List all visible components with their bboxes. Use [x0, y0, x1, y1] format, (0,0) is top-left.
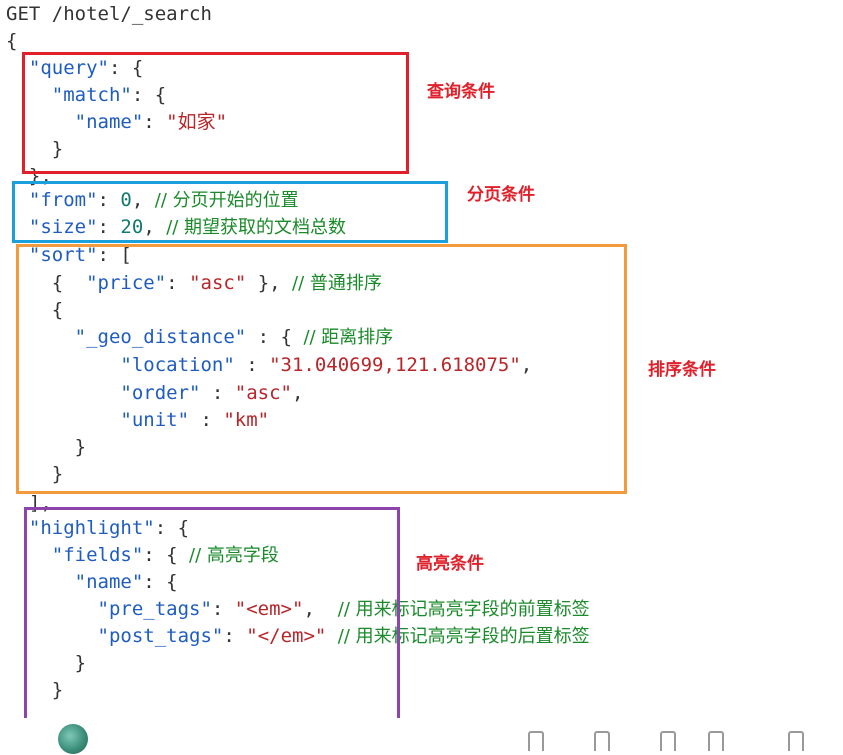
code-line-geo-open: {	[51, 299, 64, 321]
close-brace: }	[51, 138, 64, 160]
author-name[interactable]	[104, 728, 174, 754]
code-line-post-tags: "post_tags": "</em>" // 用来标记高亮字段的后置标签	[97, 625, 590, 647]
price-comment: // 普通排序	[292, 273, 382, 294]
sort-annotation: 排序条件	[648, 360, 716, 380]
order-key: "order"	[120, 382, 201, 404]
code-line-fields-close: }	[51, 679, 64, 701]
more-icon[interactable]	[708, 731, 724, 751]
query-annotation: 查询条件	[427, 82, 495, 102]
from-value: 0	[120, 189, 132, 211]
highlight-annotation: 高亮条件	[416, 554, 484, 574]
query-box	[22, 52, 409, 174]
size-comment: // 期望获取的文档总数	[166, 217, 347, 238]
code-line-highlight: "highlight": {	[28, 517, 190, 539]
match-key: "match"	[51, 84, 132, 106]
code-line-size: "size": 20, // 期望获取的文档总数	[28, 216, 347, 238]
name-key: "name"	[74, 111, 144, 133]
sort-box	[16, 244, 627, 494]
query-key: "query"	[28, 57, 109, 79]
code-line-match: "match": {	[51, 84, 167, 106]
pre-tags-key: "pre_tags"	[97, 598, 212, 620]
size-key: "size"	[28, 216, 98, 238]
post-tags-key: "post_tags"	[97, 625, 224, 647]
location-key: "location"	[120, 354, 235, 376]
from-comment: // 分页开始的位置	[154, 190, 299, 211]
order-value: "asc"	[234, 382, 292, 404]
price-key: "price"	[86, 272, 167, 294]
code-line-sort: "sort": [	[28, 244, 132, 266]
avatar-icon[interactable]	[58, 724, 88, 754]
comment-icon[interactable]	[594, 731, 610, 751]
code-line-price: { "price": "asc" }, // 普通排序	[51, 272, 382, 294]
code-line-geo-close2: }	[51, 463, 64, 485]
bottom-toolbar	[0, 718, 843, 755]
code-line-close-match: }	[6, 136, 63, 163]
code-line-pre-tags: "pre_tags": "<em>", // 用来标记高亮字段的前置标签	[97, 598, 590, 620]
fields-key: "fields"	[51, 544, 144, 566]
code-line-fields: "fields": { // 高亮字段	[51, 544, 279, 566]
bookmark-icon[interactable]	[528, 731, 544, 751]
code-line-unit: "unit" : "km"	[120, 409, 270, 431]
fields-comment: // 高亮字段	[189, 545, 279, 566]
code-line-query: "query": {	[28, 57, 144, 79]
highlight-key: "highlight"	[28, 517, 155, 539]
price-value: "asc"	[189, 272, 247, 294]
code-line-order: "order" : "asc",	[120, 382, 304, 404]
code-line-hl-name-close: }	[74, 652, 87, 674]
sort-key: "sort"	[28, 244, 98, 266]
size-value: 20	[120, 216, 144, 238]
hl-name-key: "name"	[74, 571, 144, 593]
geo-comment: // 距离排序	[303, 327, 394, 348]
pre-tags-value: "<em>"	[234, 598, 304, 620]
paging-box	[12, 181, 448, 243]
pre-tags-comment: // 用来标记高亮字段的前置标签	[337, 599, 590, 620]
request-line: GET /hotel/_search	[6, 1, 212, 28]
unit-key: "unit"	[120, 409, 190, 431]
code-line-location: "location" : "31.040699,121.618075",	[120, 354, 533, 376]
highlight-box	[24, 507, 400, 721]
code-line-hl-name: "name": {	[74, 571, 178, 593]
open-brace: {	[6, 30, 18, 52]
post-tags-value: "</em>"	[246, 625, 327, 647]
code-line-geo-close: }	[74, 436, 87, 458]
code-line-geo: "_geo_distance" : { // 距离排序	[74, 326, 394, 348]
menu-icon[interactable]	[788, 731, 804, 751]
name-value: "如家"	[166, 111, 228, 133]
share-icon[interactable]	[660, 731, 676, 751]
sort-open-bracket: [	[120, 244, 132, 266]
location-value: "31.040699,121.618075"	[269, 354, 521, 376]
code-line-from: "from": 0, // 分页开始的位置	[28, 189, 299, 211]
post-tags-comment: // 用来标记高亮字段的后置标签	[337, 626, 590, 647]
request-text: GET /hotel/_search	[6, 3, 212, 25]
paging-annotation: 分页条件	[467, 185, 535, 205]
from-key: "from"	[28, 189, 98, 211]
geo-distance-key: "_geo_distance"	[74, 326, 247, 348]
code-line-open: {	[6, 28, 17, 55]
code-line-name: "name": "如家"	[74, 111, 228, 133]
unit-value: "km"	[223, 409, 270, 431]
